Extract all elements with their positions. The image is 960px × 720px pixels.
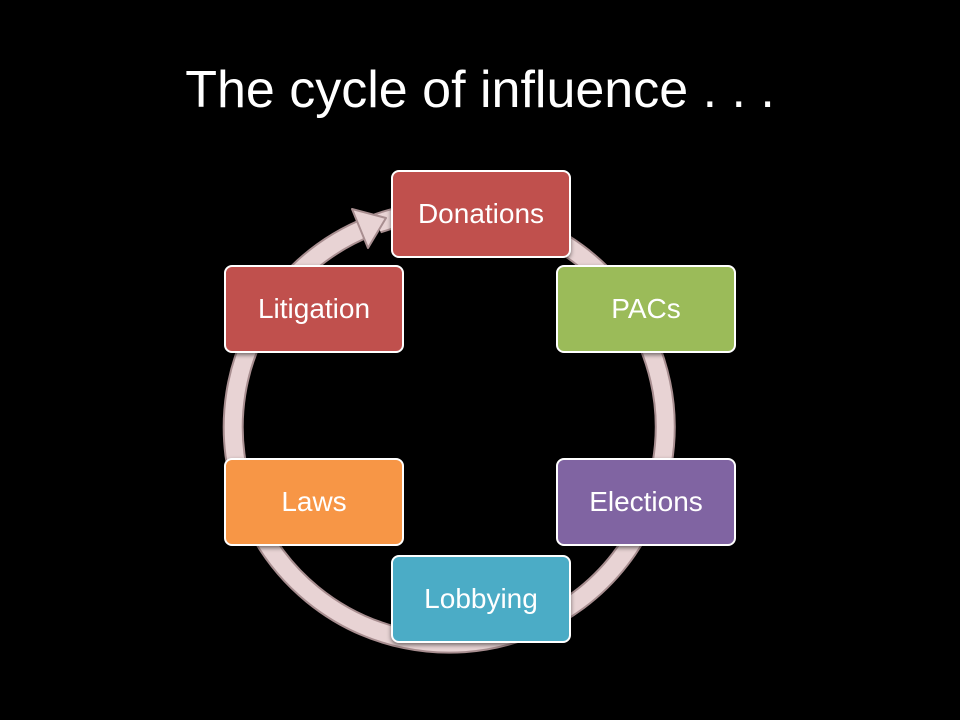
node-label: Laws (281, 486, 347, 517)
node-pacs: PACs (556, 265, 736, 353)
node-laws: Laws (224, 458, 404, 546)
node-label: Litigation (257, 293, 371, 324)
slide-title: The cycle of influence . . . (185, 61, 775, 119)
node-litigation: Litigation (224, 265, 404, 353)
node-donations: Donations (391, 170, 571, 258)
node-label: Elections (589, 486, 703, 517)
cycle-arrow-head (351, 208, 387, 249)
node-label: Donations (417, 198, 545, 229)
node-lobbying: Lobbying (391, 555, 571, 643)
node-label: Lobbying (424, 583, 538, 614)
node-label: PACs (611, 293, 681, 324)
node-elections: Elections (556, 458, 736, 546)
